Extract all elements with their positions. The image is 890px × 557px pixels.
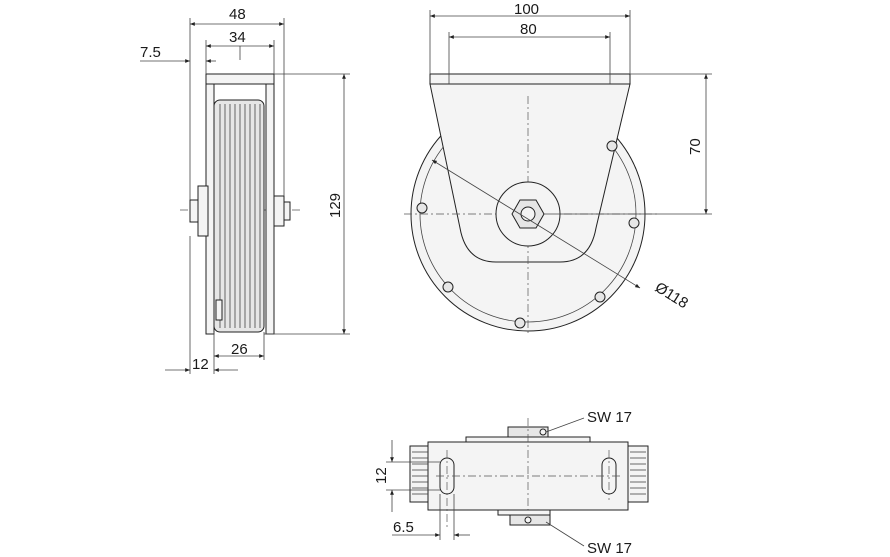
wrench-bottom-label: SW 17 <box>587 540 632 557</box>
bottom-tread-left <box>412 451 428 495</box>
wrench-top-label: SW 17 <box>587 409 632 426</box>
dim-129-label: 129 <box>327 193 344 218</box>
dim-diameter-label: Ø118 <box>652 279 691 312</box>
dim-6-5-label: 6.5 <box>393 519 414 536</box>
dim-48-label: 48 <box>229 6 246 23</box>
dim-12-label: 12 <box>192 356 209 373</box>
dim-80-label: 80 <box>520 21 537 38</box>
bottom-tread-right <box>630 451 646 495</box>
dim-7-5-label: 7.5 <box>140 44 161 61</box>
dim-12-small-label: 12 <box>373 467 390 484</box>
bottom-view: SW 17 SW 17 12 6.5 <box>373 409 649 557</box>
dim-70-label: 70 <box>687 138 704 155</box>
front-view: Ø118 100 80 70 <box>404 1 712 336</box>
tread-grooves <box>219 104 261 328</box>
dim-100-label: 100 <box>514 1 539 18</box>
dim-34-label: 34 <box>229 29 246 46</box>
side-view: 48 34 7.5 129 12 26 <box>140 6 350 374</box>
dim-26-label: 26 <box>231 341 248 358</box>
